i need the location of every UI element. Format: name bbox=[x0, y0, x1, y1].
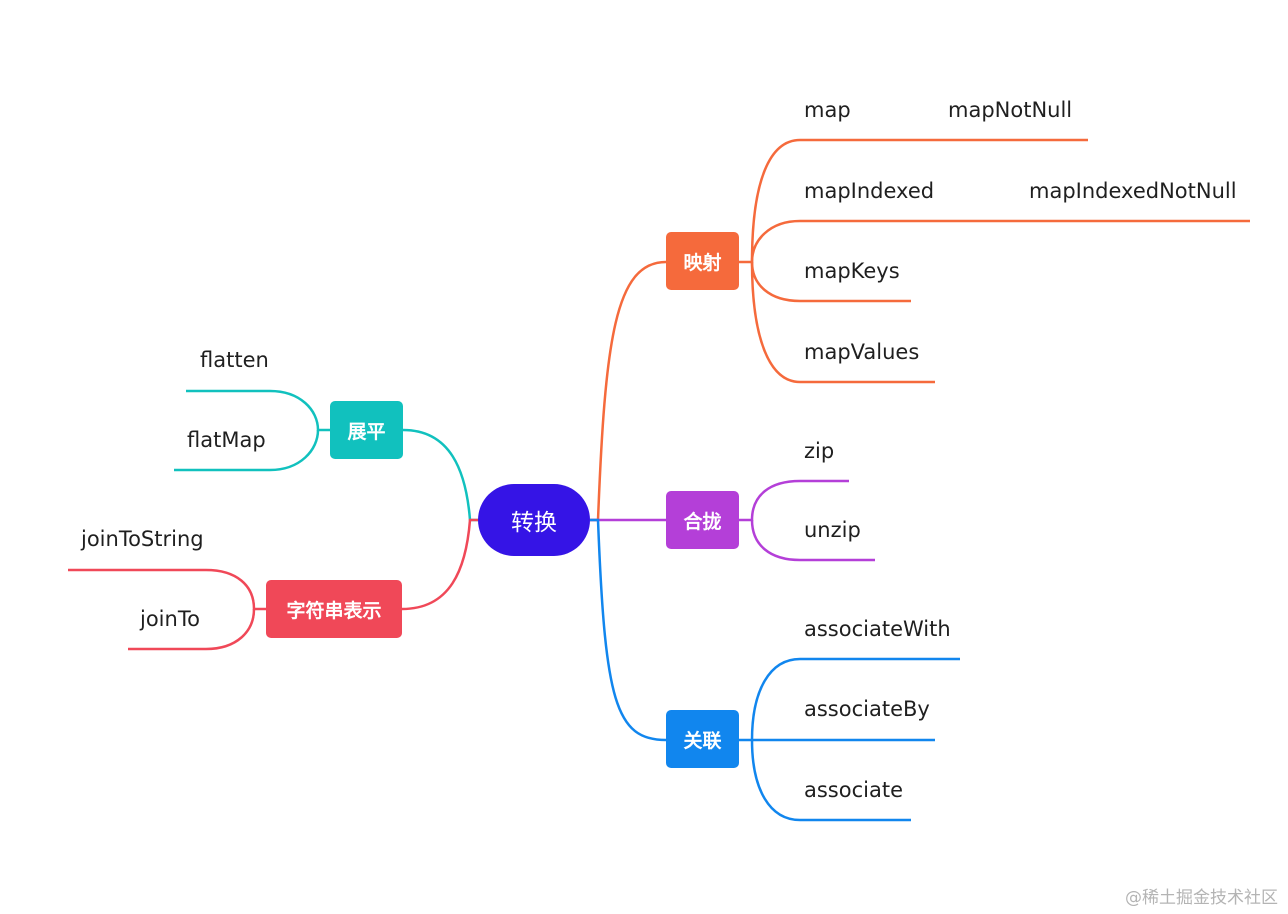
leaf-associateBy[interactable]: associateBy bbox=[804, 697, 930, 721]
leaf-mapNotNull[interactable]: mapNotNull bbox=[948, 98, 1073, 122]
connector-root-flatten bbox=[402, 428, 478, 522]
root-node[interactable]: 转换 bbox=[478, 484, 590, 556]
branch-node-zipping[interactable]: 合拢 bbox=[666, 491, 739, 549]
leaf-associate[interactable]: associate bbox=[804, 778, 904, 802]
branch-label-string: 字符串表示 bbox=[286, 599, 382, 622]
leaf-mapIndexedNotNull[interactable]: mapIndexedNotNull bbox=[1029, 179, 1237, 203]
connector-leaf-zip bbox=[739, 479, 849, 522]
branch-node-associate[interactable]: 关联 bbox=[666, 710, 739, 768]
connector-leaf-unzip bbox=[750, 519, 875, 562]
leaf-flatMap[interactable]: flatMap bbox=[187, 428, 266, 452]
connector-root-associate bbox=[590, 518, 667, 742]
watermark-text: @稀土掘金技术社区 bbox=[1125, 888, 1278, 908]
connector-leaf-joinTo bbox=[128, 608, 256, 651]
leaf-associateWith[interactable]: associateWith bbox=[804, 617, 951, 641]
root-label: 转换 bbox=[511, 510, 557, 536]
connector-leaf-mapIndexed bbox=[750, 219, 945, 263]
leaf-joinTo[interactable]: joinTo bbox=[140, 607, 200, 631]
branch-node-flatten[interactable]: 展平 bbox=[330, 401, 403, 459]
leaf-mapValues[interactable]: mapValues bbox=[804, 340, 920, 364]
branch-label-mapping: 映射 bbox=[683, 251, 722, 274]
connector-leaf-joinToString bbox=[68, 568, 266, 611]
connector-leaf-map bbox=[739, 138, 866, 264]
connector-leaf-mapValues bbox=[750, 261, 935, 384]
leaf-mapKeys[interactable]: mapKeys bbox=[804, 259, 900, 283]
connector-root-mapping bbox=[590, 260, 667, 522]
leaf-mapIndexed[interactable]: mapIndexed bbox=[804, 179, 935, 203]
branch-node-string[interactable]: 字符串表示 bbox=[266, 580, 402, 638]
leaf-map[interactable]: map bbox=[804, 98, 851, 122]
connector-root-string bbox=[401, 518, 478, 611]
branch-node-mapping[interactable]: 映射 bbox=[666, 232, 739, 290]
connector-leaf-associateWith bbox=[739, 657, 960, 742]
branch-label-associate: 关联 bbox=[683, 729, 722, 752]
leaf-flatten[interactable]: flatten bbox=[200, 348, 269, 372]
branch-label-flatten: 展平 bbox=[347, 420, 386, 443]
connector-leaf-flatMap bbox=[174, 429, 320, 472]
leaf-unzip[interactable]: unzip bbox=[804, 518, 861, 542]
leaf-zip[interactable]: zip bbox=[804, 439, 835, 463]
connector-leaf-associate bbox=[750, 739, 911, 822]
connector-leaf-flatten bbox=[186, 389, 330, 432]
branch-label-zipping: 合拢 bbox=[683, 510, 722, 533]
leaf-joinToString[interactable]: joinToString bbox=[81, 527, 204, 551]
